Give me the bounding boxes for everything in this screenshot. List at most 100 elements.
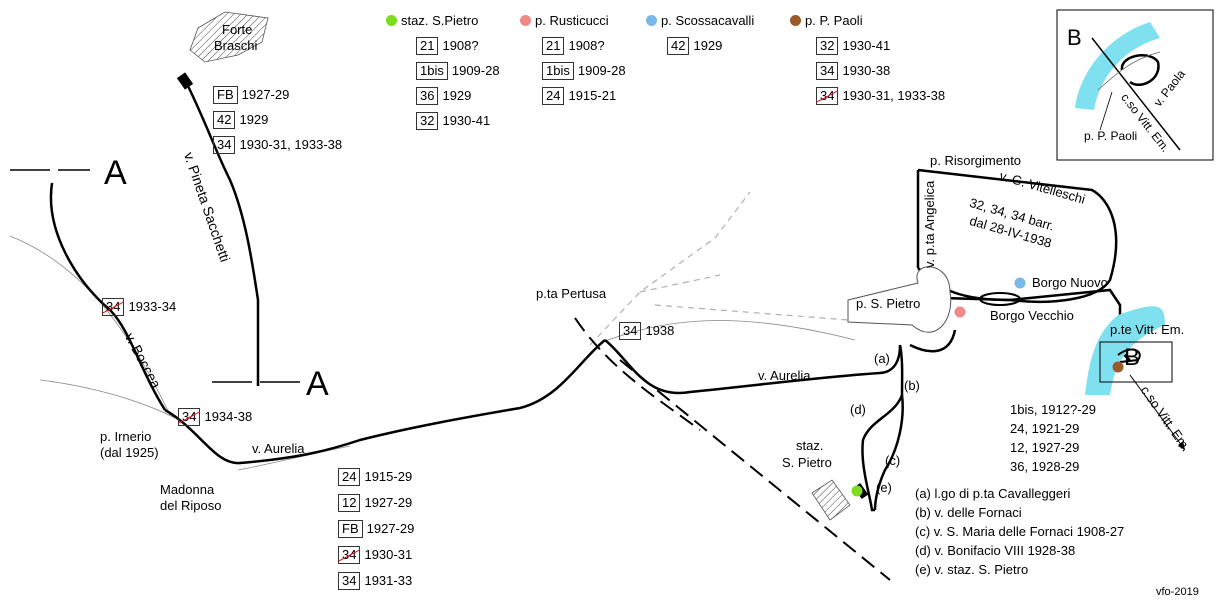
bridge-loop — [1117, 348, 1141, 363]
label-risorgimento: p. Risorgimento — [930, 153, 1022, 168]
line-years: 1909-28 — [451, 63, 500, 78]
line-years: 1908? — [568, 38, 605, 53]
line-number-box: 42 — [667, 37, 690, 55]
section-b-box — [1099, 341, 1173, 383]
line-number-box: 34 — [213, 136, 236, 154]
line-years: 1934-38 — [204, 409, 253, 424]
section-a-label: A — [104, 154, 127, 192]
label-borgo-nuovo: Borgo Nuovo — [1032, 275, 1108, 290]
line-number-box: 34 — [619, 322, 642, 340]
stop-dot-icon — [790, 15, 801, 26]
staz-s-pietro-hatch — [811, 479, 851, 521]
label-s-pietro: p. S. Pietro — [856, 296, 921, 311]
label-angelica: v. p.ta Angelica — [922, 180, 937, 268]
label-forte: Forte — [222, 22, 253, 37]
line-number-box: 34 — [816, 87, 839, 105]
line-years: 1933-34 — [128, 299, 177, 314]
legend-stop-name: p. P. Paoli — [805, 13, 863, 28]
forte-braschi-terminus — [176, 72, 194, 90]
bridge-year: 24, 1921-29 — [1010, 421, 1080, 436]
bridge-year: 12, 1927-29 — [1010, 440, 1080, 455]
piazza-s-pietro — [847, 266, 952, 333]
line-years: 1929 — [442, 88, 472, 103]
dot-scossacavalli — [1014, 277, 1026, 289]
bridge-year: 1bis, 1912?-29 — [1010, 402, 1097, 417]
note-item: (e) v. staz. S. Pietro — [915, 562, 1029, 577]
line-number-box: 21 — [542, 37, 565, 55]
line-number-box: 36 — [416, 87, 439, 105]
label-irnerio: p. Irnerio — [100, 429, 152, 444]
line-number-box: 1bis — [416, 62, 448, 80]
label-borgo-vecchio: Borgo Vecchio — [990, 308, 1074, 323]
line-years: 1929 — [693, 38, 723, 53]
legend-stop: p. Scossacavalli — [646, 13, 754, 29]
line-years: 1929 — [239, 112, 269, 127]
stop-dot-icon — [646, 15, 657, 26]
legend-stop-name: p. Scossacavalli — [661, 13, 755, 28]
marker-a: (a) — [874, 351, 890, 366]
line-years: 1927-29 — [366, 521, 415, 536]
line-years: 1930-31, 1933-38 — [239, 137, 343, 152]
line-number-box: 34 — [816, 62, 839, 80]
line-number-box: 42 — [213, 111, 236, 129]
section-a-markers — [10, 169, 300, 383]
railway — [574, 317, 891, 581]
corso-arrow — [1129, 374, 1186, 451]
line-number-box: 1bis — [542, 62, 574, 80]
line-years: 1931-33 — [364, 573, 413, 588]
line-number-box: FB — [338, 520, 363, 538]
line-number-box: 34 — [338, 572, 361, 590]
line-number-box: 34 — [338, 546, 361, 564]
legend-stop: staz. S.Pietro — [386, 13, 478, 29]
marker-d: (d) — [850, 402, 866, 417]
forte-braschi-hatch — [189, 11, 269, 63]
label-staz: staz. — [796, 438, 824, 453]
dot-staz-s-pietro — [851, 485, 863, 497]
marker-b: (b) — [904, 378, 920, 393]
line-number-box: 34 — [102, 298, 125, 316]
notes-list: (a) l.go di p.ta Cavalleggeri(b) v. dell… — [915, 484, 1124, 579]
legend-stop: p. P. Paoli — [790, 13, 863, 29]
dot-p-paoli — [1112, 361, 1124, 373]
line-years: 1908? — [442, 38, 479, 53]
line-years: 1930-31 — [364, 547, 413, 562]
borgo-nuovo-block — [979, 292, 1021, 306]
line-years: 1915-29 — [364, 469, 413, 484]
stop-dot-icon — [520, 15, 531, 26]
inset-b-label: B — [1067, 25, 1082, 50]
marker-c: (c) — [885, 453, 901, 468]
label-pertusa: p.ta Pertusa — [536, 286, 607, 301]
signature: vfo-2019 — [1156, 586, 1199, 598]
line-number-box: FB — [213, 86, 238, 104]
line-number-box: 32 — [416, 112, 439, 130]
label-irnerio-date: (dal 1925) — [100, 445, 159, 460]
inset-b — [1056, 9, 1214, 161]
line-years: 1938 — [645, 323, 675, 338]
dot-rusticucci — [954, 306, 966, 318]
line-years: 1927-29 — [241, 87, 290, 102]
line-years: 1915-21 — [568, 88, 617, 103]
label-vitt-em: p.te Vitt. Em. — [1110, 322, 1185, 337]
line-years: 1930-41 — [842, 38, 891, 53]
line-years: 1930-31, 1933-38 — [842, 88, 946, 103]
line-years: 1909-28 — [577, 63, 626, 78]
legend-stop: p. Rusticucci — [520, 13, 609, 29]
marker-e: (e) — [876, 480, 892, 495]
label-aurelia: v. Aurelia — [252, 441, 305, 456]
note-item: (a) l.go di p.ta Cavalleggeri — [915, 486, 1071, 501]
dashed-old-roads — [589, 191, 849, 346]
